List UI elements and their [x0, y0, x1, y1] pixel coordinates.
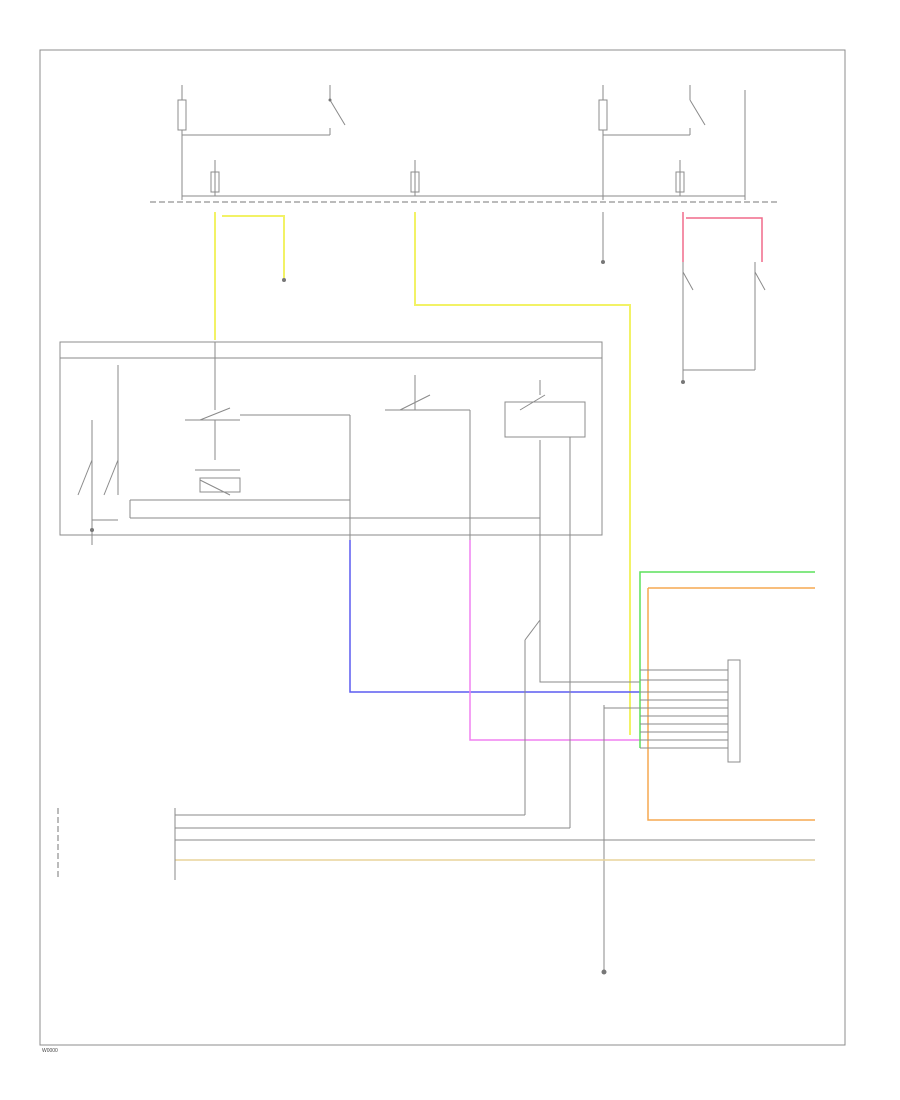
assembly-main-switch	[129, 342, 540, 540]
magenta-wire	[469, 540, 640, 741]
green-wire	[639, 571, 815, 748]
assembly-switch-left	[77, 365, 119, 545]
yellow-wire-left	[214, 212, 286, 340]
top-switch-left	[328, 85, 346, 135]
diagram-frame	[39, 49, 846, 1046]
top-fuse-left	[177, 85, 187, 200]
fuse-drops	[210, 160, 685, 196]
figure-code: W0000	[42, 1048, 58, 1054]
top-switch-right	[689, 85, 706, 135]
center-gray-wires	[524, 540, 640, 975]
yellow-wire-center	[414, 212, 631, 735]
pink-right-components	[681, 262, 766, 384]
top-fuse-right	[598, 85, 608, 200]
main-assembly	[59, 341, 603, 536]
module-connector	[604, 659, 741, 763]
assembly-switch-right	[504, 380, 586, 540]
assembly-switch-center	[385, 375, 471, 540]
lower-left-connector	[57, 808, 815, 880]
blue-wire	[349, 540, 640, 693]
